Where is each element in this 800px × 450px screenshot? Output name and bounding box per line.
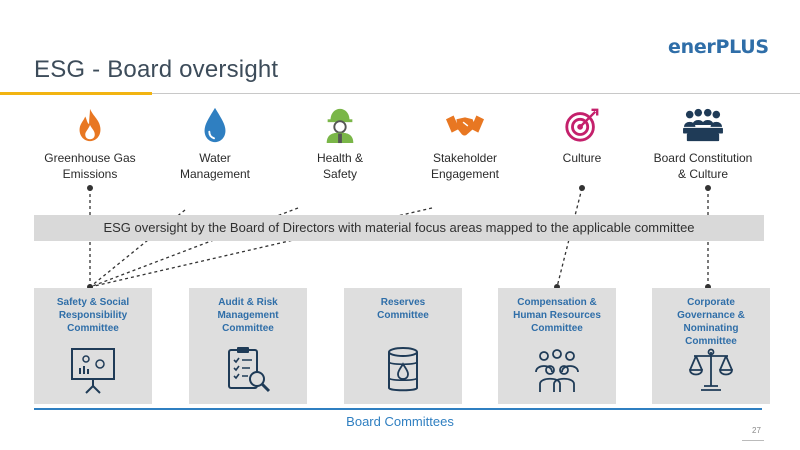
topic-stakeholder: Stakeholder Engagement [395,106,535,182]
target-icon [565,108,599,142]
title-accent-bar [0,92,152,95]
topic-water: Water Management [145,106,285,182]
board-committees-caption: Board Committees [346,414,454,429]
page-title: ESG - Board oversight [34,56,279,83]
topic-board-constitution: Board Constitution & Culture [633,106,773,182]
flame-icon [79,108,101,142]
people-group-icon [535,349,579,392]
oversight-band: ESG oversight by the Board of Directors … [34,215,764,241]
board-meeting-icon [683,108,723,142]
committee-label: Corporate Governance & Nominating Commit… [677,297,745,347]
topic-label: Greenhouse Gas Emissions [44,151,136,181]
committee-compensation-hr: Compensation & Human Resources Committee [498,288,616,404]
committee-safety-social: Safety & Social Responsibility Committee [34,288,152,404]
committee-label: Audit & Risk Management Committee [217,297,279,334]
scales-icon [689,348,733,391]
topic-label: Health & Safety [316,151,364,181]
topic-health-safety: Health & Safety [270,106,410,182]
topic-greenhouse-gas: Greenhouse Gas Emissions [20,106,160,182]
topic-culture: Culture [512,106,652,166]
committee-governance-nominating: Corporate Governance & Nominating Commit… [652,288,770,404]
water-drop-icon [204,107,226,143]
committee-audit-risk: Audit & Risk Management Committee [189,288,307,404]
page-number: 27 [752,426,761,435]
committee-label: Safety & Social Responsibility Committee [56,297,130,334]
topic-label: Stakeholder Engagement [430,151,500,181]
committee-label: Reserves Committee [377,297,429,321]
oil-barrel-icon [388,347,418,392]
topic-label: Water Management [179,151,251,181]
topic-label: Culture [562,151,602,165]
presentation-board-icon [71,348,115,394]
topic-label: Board Constitution & Culture [653,151,753,181]
page-number-rule [742,440,764,441]
committee-label: Compensation & Human Resources Committee [513,297,601,334]
committees-divider [34,408,762,410]
handshake-icon [446,115,484,136]
hard-hat-worker-icon [326,108,354,144]
enerplus-logo: enerPLUS [668,36,769,58]
clipboard-magnifier-icon [228,347,271,393]
committee-reserves: Reserves Committee [344,288,462,404]
title-divider [152,93,800,94]
